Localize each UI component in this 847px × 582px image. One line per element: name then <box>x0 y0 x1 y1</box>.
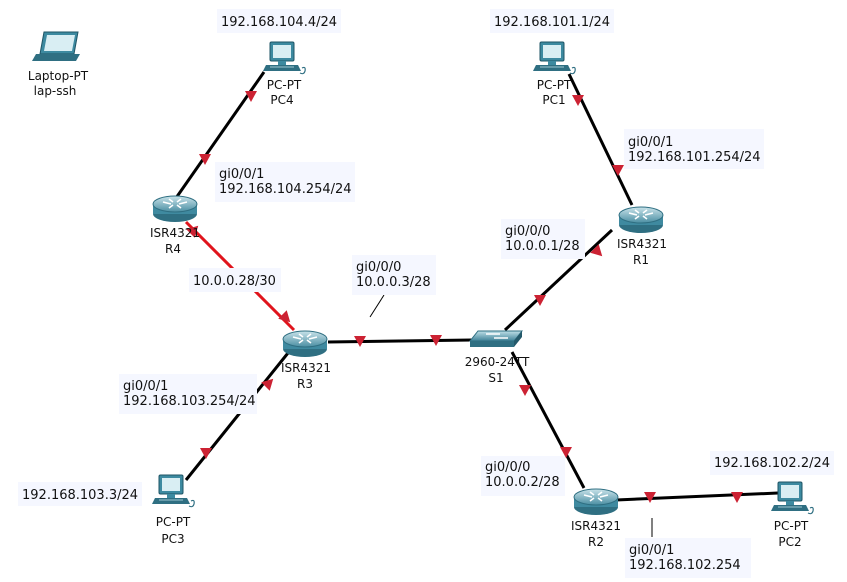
device-type-label: ISR4321 <box>571 519 621 533</box>
label-pc1-ip: 192.168.101.1/24 <box>490 9 614 33</box>
device-router-r2[interactable]: ISR4321 R2 <box>571 488 621 549</box>
device-router-r1[interactable]: ISR4321 R1 <box>617 206 667 267</box>
ip-text: 10.0.0.3/28 <box>356 275 431 290</box>
ip-text: 192.168.104.254/24 <box>219 182 352 197</box>
router-icon <box>618 206 664 234</box>
device-name-label: R1 <box>633 253 649 267</box>
ip-text: 192.168.102.254 <box>629 558 741 573</box>
device-switch-s1[interactable]: 2960-24TT S1 <box>465 330 530 385</box>
label-r3-gi001: gi0/0/1 192.168.103.254/24 <box>119 374 257 414</box>
device-name-label: PC2 <box>778 535 801 549</box>
device-name-label: PC4 <box>270 93 293 107</box>
device-name-label: PC1 <box>542 93 565 107</box>
port-text: gi0/0/1 <box>628 135 673 150</box>
router-icon <box>573 488 619 516</box>
label-pc3-ip: 192.168.103.3/24 <box>18 482 142 506</box>
device-type-label: 2960-24TT <box>465 355 530 369</box>
switch-icon <box>469 330 523 348</box>
device-type-label: PC-PT <box>267 78 302 92</box>
device-type-label: PC-PT <box>156 515 191 529</box>
label-r4-gi001: gi0/0/1 192.168.104.254/24 <box>215 162 355 202</box>
port-text: gi0/0/0 <box>505 224 550 239</box>
address-labels: 192.168.104.4/24 192.168.101.1/24 gi0/0/… <box>18 9 834 578</box>
label-r2-gi000: gi0/0/0 10.0.0.2/28 <box>481 456 565 496</box>
device-type-label: ISR4321 <box>281 361 331 375</box>
device-name-label: R2 <box>588 535 604 549</box>
ip-text: 192.168.101.1/24 <box>494 15 610 30</box>
port-text: gi0/0/1 <box>219 167 264 182</box>
device-pc2[interactable]: PC-PT PC2 <box>770 481 814 549</box>
pc-icon <box>532 41 576 75</box>
ip-text: 192.168.101.254/24 <box>628 150 761 165</box>
label-pointer-r3 <box>369 294 385 318</box>
device-router-r4[interactable]: ISR4321 R4 <box>150 195 200 256</box>
device-pc3[interactable]: PC-PT PC3 <box>151 474 195 546</box>
label-r3-gi000: gi0/0/0 10.0.0.3/28 <box>352 255 436 295</box>
port-marker[interactable] <box>731 492 743 503</box>
laptop-icon <box>31 31 81 62</box>
port-text: gi0/0/1 <box>629 543 674 558</box>
device-name-label: PC3 <box>161 532 184 546</box>
label-r2-gi001: gi0/0/1 192.168.102.254 <box>625 538 751 578</box>
ip-text: 192.168.103.3/24 <box>22 488 138 503</box>
router-icon <box>282 330 328 358</box>
device-laptop-lap-ssh[interactable]: Laptop-PT lap-ssh <box>28 31 89 98</box>
port-text: gi0/0/0 <box>485 460 530 475</box>
label-r1-gi000: gi0/0/0 10.0.0.1/28 <box>501 219 585 259</box>
pc-icon <box>770 481 814 515</box>
device-type-label: PC-PT <box>537 78 572 92</box>
device-pc1[interactable]: PC-PT PC1 <box>532 41 576 107</box>
label-serial-net: 10.0.0.28/30 <box>189 268 281 292</box>
label-r1-gi001: gi0/0/1 192.168.101.254/24 <box>624 129 764 169</box>
device-name-label: lap-ssh <box>34 84 77 98</box>
link-pc1-r1[interactable] <box>567 73 634 206</box>
ip-text: 192.168.102.2/24 <box>714 456 830 471</box>
device-name-label: R4 <box>165 242 181 256</box>
device-type-label: Laptop-PT <box>28 69 89 83</box>
device-name-label: R3 <box>297 377 313 391</box>
ip-text: 10.0.0.28/30 <box>193 274 276 289</box>
device-name-label: S1 <box>488 371 503 385</box>
device-type-label: ISR4321 <box>617 237 667 251</box>
device-type-label: ISR4321 <box>150 226 200 240</box>
link-r1-s1[interactable] <box>503 228 614 332</box>
port-marker[interactable] <box>200 448 212 459</box>
port-text: gi0/0/0 <box>356 260 401 275</box>
device-pc4[interactable]: PC-PT PC4 <box>262 41 306 107</box>
ip-text: 192.168.104.4/24 <box>221 15 337 30</box>
port-marker[interactable] <box>519 385 531 396</box>
link-r3-s1[interactable] <box>327 338 473 344</box>
device-type-label: PC-PT <box>774 519 809 533</box>
label-pc4-ip: 192.168.104.4/24 <box>217 9 341 33</box>
ip-text: 192.168.103.254/24 <box>123 394 256 409</box>
router-icon <box>152 195 198 223</box>
link-r2-pc2[interactable] <box>615 491 779 502</box>
port-text: gi0/0/1 <box>123 379 168 394</box>
device-router-r3[interactable]: ISR4321 R3 <box>281 330 331 391</box>
pc-icon <box>262 41 306 75</box>
ip-text: 10.0.0.1/28 <box>505 239 580 254</box>
ip-text: 10.0.0.2/28 <box>485 475 560 490</box>
link-s1-r2[interactable] <box>510 351 586 489</box>
label-pc2-ip: 192.168.102.2/24 <box>710 451 834 475</box>
